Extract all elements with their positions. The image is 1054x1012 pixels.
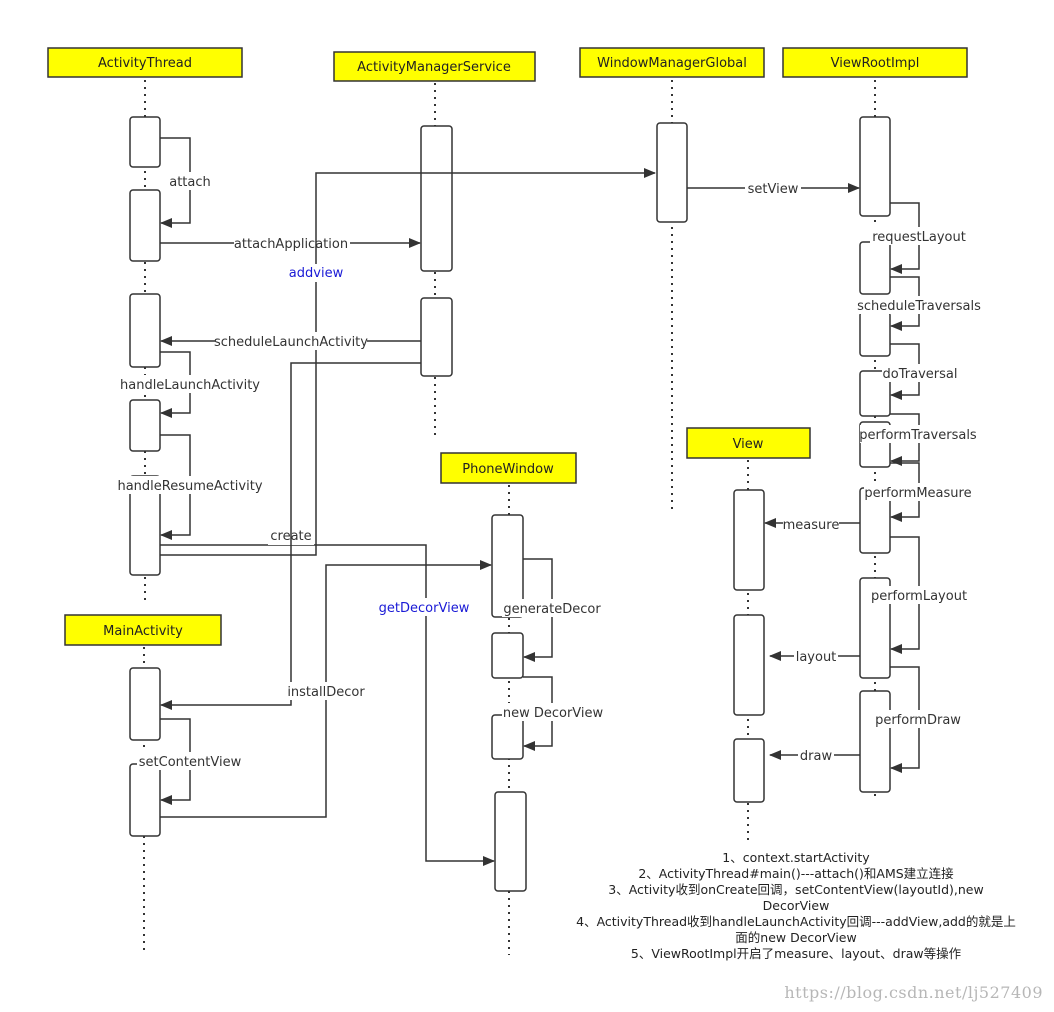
activation-bar bbox=[859, 241, 891, 295]
message-perform-traversals: performTraversals bbox=[859, 413, 978, 466]
message-label: draw bbox=[800, 749, 833, 764]
message-perform-measure: performMeasure bbox=[864, 462, 974, 522]
activation-bar bbox=[656, 122, 688, 223]
activation-bar bbox=[129, 293, 161, 368]
message-label: scheduleLaunchActivity bbox=[214, 335, 368, 350]
message-new-decor-view: new DecorView bbox=[502, 676, 604, 751]
message-label: doTraversal bbox=[883, 367, 958, 382]
participant-phone-window: PhoneWindow bbox=[440, 452, 577, 484]
message-label: installDecor bbox=[287, 685, 365, 700]
message-label: layout bbox=[796, 650, 837, 665]
message-perform-draw: performDraw bbox=[874, 666, 962, 773]
notes-block: 1、context.startActivity 2、ActivityThread… bbox=[576, 850, 1016, 961]
participant-label: WindowManagerGlobal bbox=[597, 56, 747, 71]
activation-bar bbox=[129, 667, 161, 741]
activation-bar bbox=[129, 763, 161, 837]
participant-label: ActivityThread bbox=[98, 56, 192, 71]
message-measure: measure bbox=[764, 515, 860, 533]
activation-bar bbox=[491, 714, 524, 760]
watermark: https://blog.csdn.net/lj527409 bbox=[784, 983, 1043, 1002]
message-schedule-traversals: scheduleTraversals bbox=[857, 276, 981, 331]
note-line: 2、ActivityThread#main()---attach()和AMS建立… bbox=[638, 866, 954, 881]
message-label: attach bbox=[169, 175, 211, 190]
message-attach-application: attachApplication bbox=[160, 235, 421, 253]
message-get-decor-view: getDecorView bbox=[160, 560, 492, 818]
message-attach: attach bbox=[160, 137, 214, 228]
participant-label: PhoneWindow bbox=[462, 462, 554, 477]
note-line: 5、ViewRootImpl开启了measure、layout、draw等操作 bbox=[631, 946, 962, 961]
activation-bar bbox=[733, 738, 765, 803]
message-set-content-view: setContentView bbox=[137, 718, 243, 805]
message-label: performDraw bbox=[875, 713, 961, 728]
activation-bar bbox=[859, 116, 891, 217]
participant-vri: ViewRootImpl bbox=[782, 47, 968, 78]
message-label: attachApplication bbox=[234, 237, 348, 252]
activation-bar bbox=[129, 116, 161, 168]
message-label: performLayout bbox=[871, 589, 967, 604]
message-label: addview bbox=[289, 266, 344, 281]
message-handle-launch-activity: handleLaunchActivity bbox=[120, 351, 260, 418]
note-line: 1、context.startActivity bbox=[722, 850, 870, 865]
message-label: handleLaunchActivity bbox=[120, 378, 260, 393]
activation-bar bbox=[733, 614, 765, 716]
message-handle-resume-activity: handleResumeActivity bbox=[117, 434, 263, 540]
message-label: performMeasure bbox=[864, 486, 971, 501]
message-label: requestLayout bbox=[872, 230, 966, 245]
activation-bar bbox=[420, 297, 453, 377]
message-label: measure bbox=[783, 518, 840, 533]
message-label: generateDecor bbox=[503, 602, 601, 617]
participant-ams: ActivityManagerService bbox=[333, 51, 536, 82]
participant-label: ActivityManagerService bbox=[357, 60, 511, 75]
note-line: 面的new DecorView bbox=[735, 930, 856, 945]
activation-bar bbox=[420, 125, 453, 272]
participant-label: MainActivity bbox=[103, 624, 183, 639]
message-perform-layout: performLayout bbox=[870, 536, 968, 654]
message-schedule-launch-activity: scheduleLaunchActivity bbox=[160, 332, 421, 350]
message-label: handleResumeActivity bbox=[117, 479, 262, 494]
activation-bar bbox=[129, 189, 161, 262]
message-do-traversal: doTraversal bbox=[882, 343, 958, 400]
message-install-decor: installDecor bbox=[160, 362, 421, 710]
message-layout: layout bbox=[769, 648, 860, 666]
note-line: DecorView bbox=[763, 898, 830, 913]
message-label: setView bbox=[748, 182, 799, 197]
message-label: scheduleTraversals bbox=[857, 299, 981, 314]
message-generate-decor: generateDecor bbox=[502, 558, 602, 662]
activation-bar bbox=[491, 632, 524, 679]
activation-bar bbox=[129, 399, 161, 452]
note-line: 3、Activity收到onCreate回调，setContentView(la… bbox=[608, 882, 983, 897]
participant-main-activity: MainActivity bbox=[64, 614, 222, 646]
message-label: performTraversals bbox=[859, 428, 977, 443]
message-addview: addview bbox=[160, 168, 656, 556]
activation-bar bbox=[859, 311, 891, 357]
participant-label: ViewRootImpl bbox=[831, 56, 920, 71]
participant-label: View bbox=[733, 437, 764, 452]
message-label: new DecorView bbox=[503, 706, 604, 721]
message-draw: draw bbox=[769, 747, 860, 765]
message-set-view: setView bbox=[687, 180, 860, 198]
participant-view: View bbox=[686, 427, 811, 459]
activation-bar bbox=[733, 489, 765, 591]
participant-wmg: WindowManagerGlobal bbox=[579, 47, 765, 78]
activation-bar bbox=[494, 791, 527, 892]
message-label: getDecorView bbox=[379, 601, 470, 616]
message-request-layout: requestLayout bbox=[870, 202, 968, 274]
message-label: setContentView bbox=[139, 755, 242, 770]
participant-activity-thread: ActivityThread bbox=[47, 47, 243, 78]
note-line: 4、ActivityThread收到handleLaunchActivity回调… bbox=[576, 914, 1016, 929]
activation-bar bbox=[859, 690, 891, 793]
